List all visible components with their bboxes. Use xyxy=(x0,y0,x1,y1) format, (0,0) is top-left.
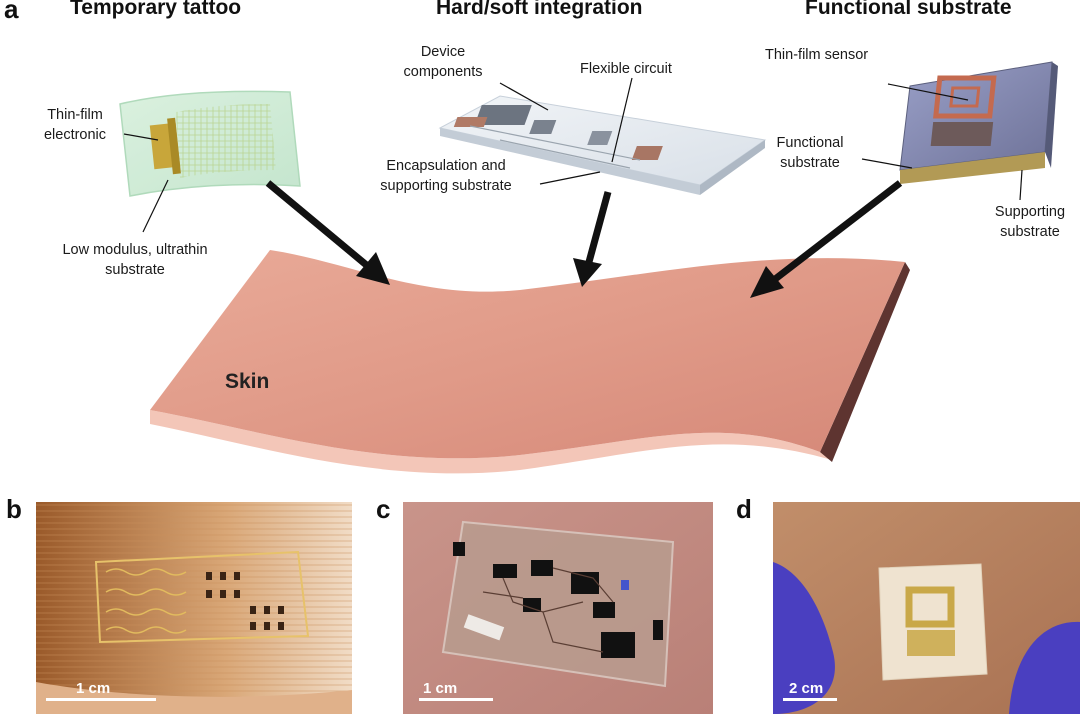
skin-slab xyxy=(150,250,910,473)
label-line: Encapsulation and xyxy=(356,156,536,176)
scale-bar-d xyxy=(783,698,837,701)
label-line: substrate xyxy=(978,222,1080,242)
tattoo-device xyxy=(120,91,300,196)
label-line: Supporting xyxy=(978,202,1080,222)
scale-label-c: 1 cm xyxy=(423,680,457,697)
label-line: Low modulus, ultrathin xyxy=(20,240,250,260)
label-line: Functional xyxy=(760,133,860,153)
label-thin-film-electronic: Thin-film electronic xyxy=(30,105,120,145)
label-line: Device xyxy=(388,42,498,62)
label-line: electronic xyxy=(30,125,120,145)
scale-bar-c xyxy=(419,698,493,701)
label-flexible-circuit: Flexible circuit xyxy=(580,59,672,79)
label-line: components xyxy=(388,62,498,82)
label-encapsulation-supporting-substrate: Encapsulation and supporting substrate xyxy=(356,156,536,196)
scale-bar-b xyxy=(46,698,156,701)
label-line: supporting substrate xyxy=(356,176,536,196)
panel-letter-d: d xyxy=(736,494,752,525)
panel-letter-b: b xyxy=(6,494,22,525)
label-supporting-substrate: Supporting substrate xyxy=(978,202,1080,242)
label-device-components: Device components xyxy=(388,42,498,82)
label-low-modulus-substrate: Low modulus, ultrathin substrate xyxy=(20,240,250,280)
label-line: substrate xyxy=(760,153,860,173)
scale-label-d: 2 cm xyxy=(789,680,823,697)
functional-substrate-block xyxy=(900,62,1058,184)
label-thin-film-sensor: Thin-film sensor xyxy=(765,45,868,65)
label-line: substrate xyxy=(20,260,250,280)
panel-letter-c: c xyxy=(376,494,390,525)
skin-label: Skin xyxy=(225,370,269,394)
label-functional-substrate: Functional substrate xyxy=(760,133,860,173)
scale-label-b: 1 cm xyxy=(76,680,110,697)
label-line: Thin-film xyxy=(30,105,120,125)
arrow-board-to-skin xyxy=(573,192,608,287)
